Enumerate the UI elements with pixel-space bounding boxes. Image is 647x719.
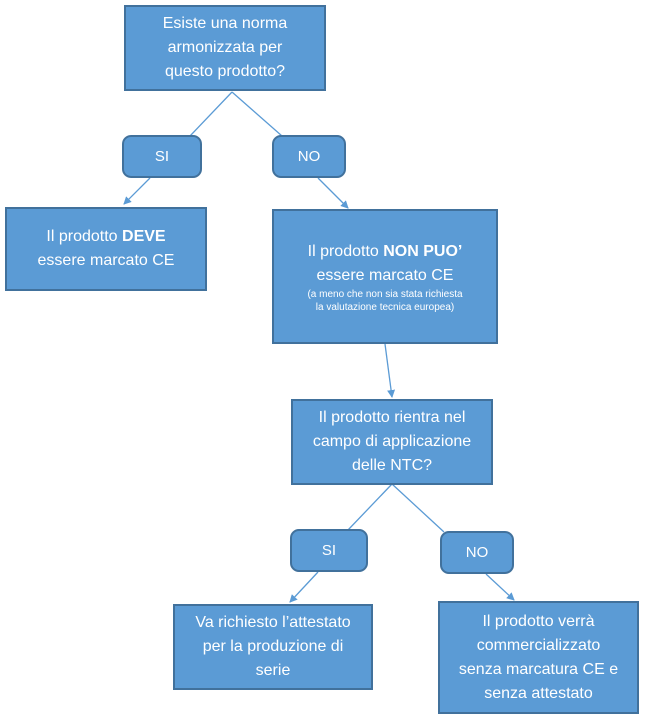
cannot-note1: (a meno che non sia stata richiesta — [307, 288, 463, 300]
question-harmonized-standard-box: Esiste una norma armonizzata per questo … — [124, 5, 326, 91]
nomark-line1: Il prodotto verrà — [482, 612, 595, 630]
connector-question2-si — [347, 483, 393, 531]
connector-si-attestato — [289, 571, 319, 603]
attestato-line1: Va richiesto l’attestato — [195, 614, 351, 631]
must-line2: essere marcato CE — [37, 252, 175, 269]
cannot-be-ce-marked-box: Il prodotto NON PUO’ essere marcato CE (… — [272, 209, 498, 344]
connector-no-cannot — [317, 177, 349, 209]
si-label-1-text: SI — [154, 147, 170, 165]
connector-question1-no — [231, 91, 283, 137]
attestato-line2: per la produzione di — [202, 638, 344, 655]
connector-question1-si — [189, 91, 233, 137]
question1-line1: Esiste una norma — [162, 15, 288, 32]
nomark-line4: senza attestato — [484, 684, 593, 702]
cannot-line1: Il prodotto NON PUO’ — [308, 240, 463, 264]
question-ntc-scope-box: Il prodotto rientra nel campo di applica… — [291, 399, 493, 485]
cannot-note2: la valutazione tecnica europea) — [315, 301, 455, 313]
connector-cannot-question2 — [384, 343, 396, 398]
cannot-prefix: Il prodotto — [307, 242, 384, 260]
connector-no-nomark — [485, 573, 515, 601]
must-bold: DEVE — [122, 228, 166, 245]
attestato-line3: serie — [255, 662, 291, 679]
question2-line3: delle NTC? — [351, 457, 433, 474]
no-label-2-text: NO — [465, 543, 489, 561]
question2-line2: campo di applicazione — [312, 433, 472, 450]
commercialized-without-marking-box: Il prodotto verrà commercializzato senza… — [438, 601, 639, 714]
no-label-2: NO — [440, 531, 514, 574]
si-label-2: SI — [290, 529, 368, 572]
connector-question2-no — [391, 483, 445, 533]
question2-line1: Il prodotto rientra nel — [318, 409, 466, 426]
si-label-1: SI — [122, 135, 202, 178]
cannot-bold: NON PUO’ — [383, 242, 463, 260]
nomark-line3: senza marcatura CE e — [458, 660, 619, 678]
no-label-1-text: NO — [297, 147, 321, 165]
cannot-line2: essere marcato CE — [316, 266, 454, 284]
must-be-ce-marked-box: Il prodotto DEVE essere marcato CE — [5, 207, 207, 291]
no-label-1: NO — [272, 135, 346, 178]
si-label-2-text: SI — [321, 541, 337, 559]
nomark-line2: commercializzato — [476, 636, 601, 654]
question1-line3: questo prodotto? — [164, 63, 286, 80]
connector-si-must — [123, 177, 151, 205]
must-line1: Il prodotto DEVE — [46, 225, 165, 249]
must-prefix: Il prodotto — [46, 228, 123, 245]
attestato-required-box: Va richiesto l’attestato per la produzio… — [173, 604, 373, 690]
question1-line2: armonizzata per — [167, 39, 283, 56]
